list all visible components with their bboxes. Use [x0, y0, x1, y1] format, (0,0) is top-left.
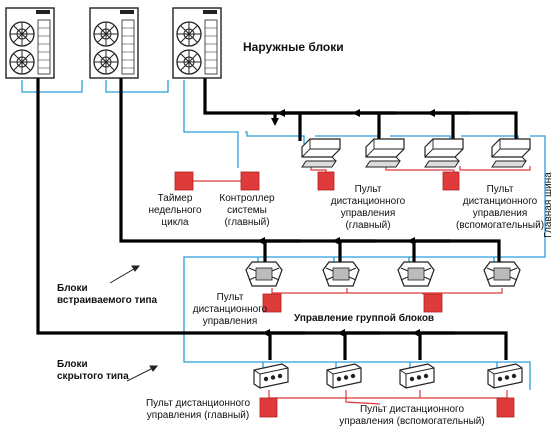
pipe-mid: [119, 78, 501, 262]
weekly-timer-box: [174, 171, 194, 191]
cassette-unit-top-1: [301, 138, 341, 168]
group-control-label: Управление группой блоков: [294, 313, 435, 324]
embedded-unit-3: [397, 261, 435, 287]
bus-outdoor-link: [21, 80, 169, 93]
cassette-unit-top-3: [424, 138, 464, 168]
bus-mid-row: [257, 257, 495, 265]
remote-main-top-label: Пульт дистанционного управления (главный…: [330, 184, 406, 231]
main-bus-label: Главная шина: [543, 172, 554, 238]
refrigerant-pipes: [36, 78, 518, 360]
bus-bottom-row: [262, 362, 498, 370]
remote-main-bottom-box: [259, 397, 278, 418]
outdoor-unit-2: [89, 7, 139, 79]
cassette-unit-top-4: [491, 138, 531, 168]
concealed-units-label: Блоки скрытого типа: [57, 359, 129, 382]
embedded-unit-4: [483, 261, 521, 287]
remote-aux-top-box: [442, 171, 460, 191]
pointer-arrows: [109, 265, 159, 382]
outdoor-unit-3: [172, 7, 222, 79]
embedded-unit-2: [322, 261, 360, 287]
pipe-top: [203, 78, 518, 141]
controller-boxes: [174, 171, 515, 418]
concealed-unit-4: [487, 363, 523, 389]
outdoor-units-title: Наружные блоки: [243, 40, 344, 54]
remote-main-bottom-label: Пульт дистанционного управления (главный…: [145, 398, 251, 421]
outdoor-unit-1: [5, 7, 55, 79]
remote-group-box: [423, 293, 443, 313]
concealed-unit-3: [399, 363, 435, 389]
communication-bus: [21, 80, 546, 390]
embedded-unit-1: [245, 261, 283, 287]
remote-mid-label: Пульт дистанционного управления: [192, 292, 268, 327]
remote-main-top-box: [317, 171, 335, 191]
remote-aux-bottom-label: Пульт дистанционного управления (вспомог…: [339, 404, 485, 427]
concealed-unit-2: [326, 363, 362, 389]
remote-aux-bottom-box: [496, 397, 515, 418]
system-controller-box: [240, 171, 260, 191]
remote-aux-top-label: Пульт дистанционного управления (вспомог…: [455, 184, 545, 231]
weekly-timer-label: Таймер недельного цикла: [148, 193, 202, 228]
concealed-unit-1: [253, 363, 289, 389]
cassette-unit-top-2: [365, 138, 405, 168]
system-controller-label: Контроллер системы (главный): [219, 193, 275, 228]
embedded-units-label: Блоки встраиваемого типа: [57, 283, 158, 306]
bus-to-top-row: [183, 80, 239, 168]
main-bus: [183, 148, 546, 390]
remote-mid-box: [262, 293, 282, 313]
